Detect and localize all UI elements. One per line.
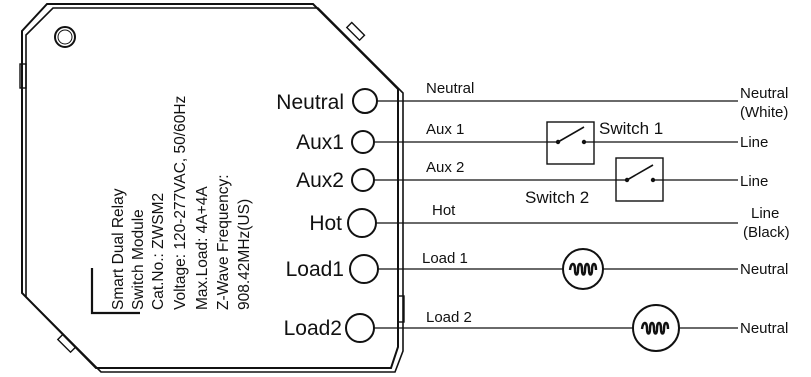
spec-line: Cat.No.: ZWSM2 xyxy=(150,193,167,310)
switch-1-label: Switch 1 xyxy=(599,119,663,138)
spec-line: Switch Module xyxy=(130,209,147,310)
wire-label-neutral: Neutral xyxy=(426,80,474,97)
terminal-label-neutral: Neutral xyxy=(276,91,344,114)
wire-label-load1: Load 1 xyxy=(422,250,468,267)
module-tab-top-right xyxy=(345,21,366,42)
terminal-label-load2: Load2 xyxy=(284,317,342,340)
wire-end-neutral-color: (White) xyxy=(740,104,788,121)
module-spec-text: Smart Dual Relay Switch Module Cat.No.: … xyxy=(110,96,253,310)
terminal-load1 xyxy=(349,254,379,284)
terminal-label-hot: Hot xyxy=(309,212,342,235)
wire-label-aux1: Aux 1 xyxy=(426,121,464,138)
mounting-hole-icon xyxy=(54,26,76,48)
terminal-label-load1: Load1 xyxy=(286,258,344,281)
terminal-load2 xyxy=(345,313,375,343)
wire-label-hot: Hot xyxy=(432,202,456,219)
spec-line: Max.Load: 4A+4A xyxy=(194,186,211,310)
wire-label-load2: Load 2 xyxy=(426,309,472,326)
spec-line: 908.42MHz(US) xyxy=(236,199,253,310)
module-outline xyxy=(21,3,399,369)
wiring: Neutral Neutral (White) Switch 1 Aux 1 L… xyxy=(374,80,790,352)
lamp-load-icon xyxy=(632,304,680,352)
spec-line: Z-Wave Frequency: xyxy=(215,174,232,310)
corner-mark xyxy=(90,268,140,315)
spst-switch-icon xyxy=(547,126,594,145)
wire-end-load2: Neutral xyxy=(740,320,788,337)
terminal-aux1 xyxy=(351,130,375,154)
relay-module: Smart Dual Relay Switch Module Cat.No.: … xyxy=(19,3,405,373)
spst-switch-icon xyxy=(616,164,663,183)
wire-label-aux2: Aux 2 xyxy=(426,159,464,176)
wire-end-hot-color: (Black) xyxy=(743,224,790,241)
spec-line: Voltage: 120-277VAC, 50/60Hz xyxy=(172,96,189,310)
terminal-label-aux1: Aux1 xyxy=(296,131,344,154)
terminals: Neutral Aux1 Aux2 Hot Load1 Load2 xyxy=(276,88,379,343)
switch-1-box xyxy=(546,121,595,165)
switch-2-label: Switch 2 xyxy=(525,188,589,207)
spec-line: Smart Dual Relay xyxy=(110,188,127,310)
terminal-aux2 xyxy=(351,168,375,192)
terminal-hot xyxy=(347,208,377,238)
wire-end-load1: Neutral xyxy=(740,261,788,278)
terminal-label-aux2: Aux2 xyxy=(296,169,344,192)
lamp-load-icon xyxy=(562,248,604,290)
switch-1 xyxy=(546,121,595,165)
switch-2 xyxy=(615,157,664,202)
terminal-neutral xyxy=(352,88,378,114)
wire-end-aux1: Line xyxy=(740,134,768,151)
wire-end-hot: Line xyxy=(751,205,779,222)
wire-end-neutral: Neutral xyxy=(740,85,788,102)
wire-end-aux2: Line xyxy=(740,173,768,190)
